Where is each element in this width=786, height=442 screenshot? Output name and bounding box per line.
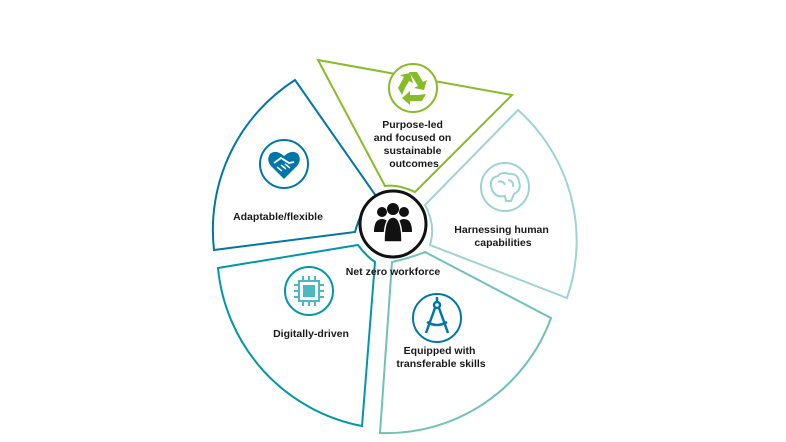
segment-outline-digital — [216, 243, 377, 428]
adaptable-icon-badge — [259, 139, 309, 189]
segment-outline-harnessing — [423, 108, 578, 300]
segment-label-digital: Digitally-driven — [273, 328, 349, 340]
handshake-heart-icon — [268, 151, 300, 179]
brain-icon — [489, 171, 521, 202]
recycle-icon — [398, 72, 427, 105]
digital-icon-badge — [284, 266, 334, 316]
segment-label-harnessing: Harnessing human capabilities — [454, 224, 551, 249]
harnessing-icon-badge — [480, 162, 530, 212]
compass-icon — [424, 297, 450, 334]
segment-outline-purpose — [316, 58, 515, 194]
chip-icon — [294, 276, 324, 306]
segment-label-equipped: Equipped with transferable skills — [396, 345, 485, 370]
segment-outline-equipped — [378, 250, 553, 435]
equipped-icon-badge — [412, 293, 462, 343]
purpose-icon-badge — [388, 63, 438, 113]
segment-label-adaptable: Adaptable/flexible — [233, 211, 323, 223]
segment-label-purpose: Purpose-led and focused on sustainable o… — [374, 119, 455, 170]
people-group-icon — [374, 203, 412, 243]
center-label: Net zero workforce — [346, 266, 441, 278]
